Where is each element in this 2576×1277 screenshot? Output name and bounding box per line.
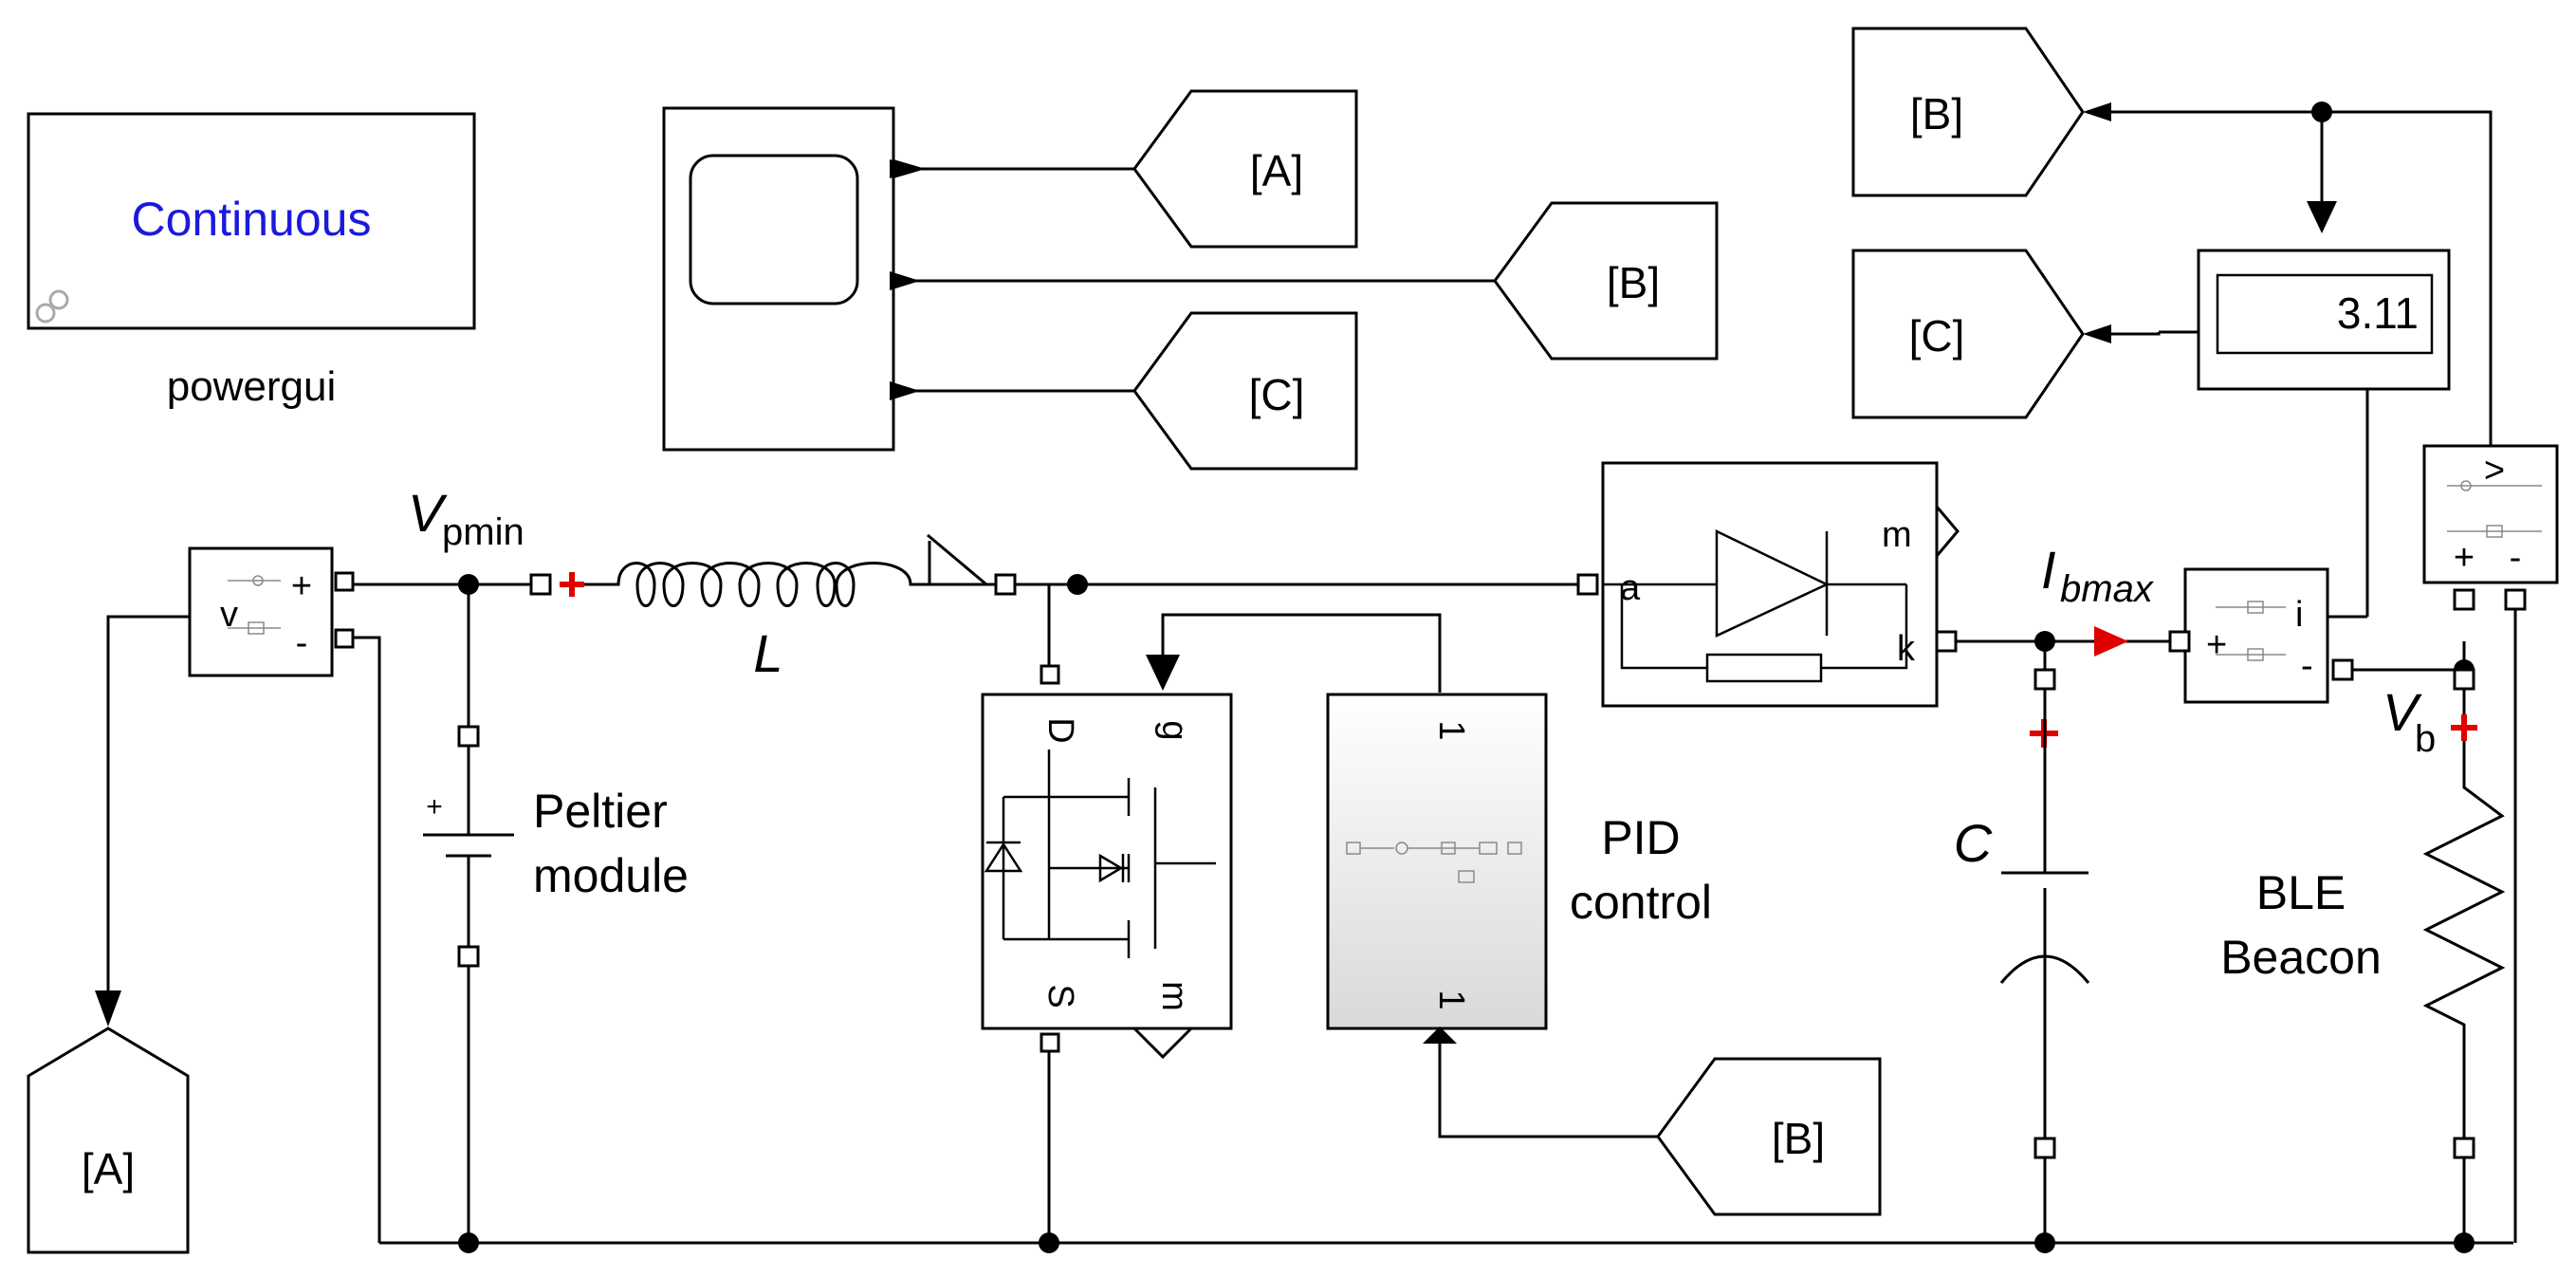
subsystem-preview-icon	[2216, 601, 2286, 661]
svg-text:i: i	[2295, 595, 2303, 635]
svg-text:[B]: [B]	[1772, 1114, 1825, 1163]
svg-text:a: a	[1620, 568, 1641, 608]
capacitor-c[interactable]	[1999, 668, 2090, 1159]
powergui-mode: Continuous	[132, 193, 372, 246]
svg-text:[C]: [C]	[1909, 311, 1965, 361]
link-broken-icon	[35, 289, 69, 324]
pid-control-block[interactable]: 1 1	[1326, 693, 1548, 1044]
diode-measure-chevron	[1935, 506, 1960, 557]
svg-text:[A]: [A]	[82, 1144, 135, 1194]
goto-tag-c[interactable]: [C]	[1851, 249, 2111, 419]
svg-text:+: +	[291, 566, 312, 606]
svg-text:m: m	[1882, 515, 1912, 555]
svg-text:[A]: [A]	[1250, 146, 1303, 195]
svg-text:+: +	[2454, 538, 2475, 578]
subsystem-preview-icon	[2447, 480, 2542, 538]
vb-label: V	[2383, 682, 2422, 742]
ble-label-line2: Beacon	[2220, 931, 2382, 984]
display-block[interactable]: 3.11	[2197, 195, 2451, 391]
from-tag-b-pid[interactable]: [B]	[1656, 1057, 1882, 1216]
goto-tag-b[interactable]: [B]	[1851, 27, 2111, 197]
gate-input-arrow	[1146, 655, 1180, 691]
svg-text:S: S	[1040, 984, 1080, 1008]
mosfet-symbol-icon	[984, 750, 1216, 958]
from-tag-b-scope[interactable]: [B]	[1493, 201, 1719, 361]
scope-block[interactable]	[662, 106, 926, 452]
mosfet-measure-chevron	[1132, 1027, 1193, 1060]
peltier-label-line1: Peltier	[533, 785, 668, 838]
voltage-measurement-left[interactable]: v + -	[188, 546, 334, 677]
from-tag-c-scope[interactable]: [C]	[1132, 311, 1358, 471]
scope-input-arrow	[890, 381, 920, 400]
diode-block[interactable]: a k m	[1576, 461, 1960, 708]
ble-label-line1: BLE	[2256, 866, 2346, 919]
from-tag-a-scope[interactable]: [A]	[1132, 89, 1358, 249]
ibmax-label: I	[2041, 540, 2056, 600]
svg-text:[B]: [B]	[1607, 258, 1660, 307]
capacitor-label: C	[1954, 813, 1993, 873]
voltage-measurement-right[interactable]: + - >	[2422, 444, 2559, 611]
pid-label-line1: PID	[1601, 811, 1680, 864]
ibmax-subscript: bmax	[2060, 568, 2155, 610]
svg-text:1: 1	[1431, 990, 1471, 1009]
svg-text:D: D	[1040, 717, 1080, 743]
svg-text:[B]: [B]	[1910, 89, 1963, 139]
svg-text:m: m	[1154, 981, 1194, 1011]
peltier-label-line2: module	[533, 849, 689, 902]
subsystem-preview-icon	[228, 575, 281, 635]
display-value: 3.11	[2337, 288, 2419, 338]
svg-text:+: +	[2206, 625, 2227, 665]
pid-label-line2: control	[1570, 876, 1712, 929]
scope-input-arrow	[890, 271, 920, 290]
svg-text:g: g	[1154, 720, 1194, 740]
svg-text:v: v	[220, 595, 238, 635]
svg-text:>: >	[2484, 451, 2505, 490]
subsystem-preview-icon	[1346, 842, 1522, 883]
vpmin-subscript: pmin	[442, 511, 524, 553]
peltier-source[interactable]: +	[423, 725, 514, 968]
goto-tag-a[interactable]: [A]	[27, 990, 190, 1254]
inductor-label: L	[753, 623, 782, 683]
resistor-ble-beacon[interactable]	[2422, 668, 2506, 1159]
scope-input-arrow	[890, 159, 920, 178]
vb-subscript: b	[2415, 718, 2436, 760]
vpmin-label: V	[408, 483, 448, 543]
inductor-l[interactable]	[529, 562, 1017, 607]
diode-symbol-icon	[1603, 529, 1908, 683]
svg-text:-: -	[2301, 646, 2313, 686]
current-measurement-block[interactable]: + - i	[2168, 567, 2354, 704]
current-direction-marker	[2094, 626, 2128, 657]
svg-text:+: +	[426, 791, 443, 823]
powergui-caption: powergui	[167, 363, 337, 410]
powergui-block[interactable]: Continuous	[27, 112, 476, 330]
svg-text:[C]: [C]	[1249, 370, 1305, 419]
mosfet-block[interactable]: D g S m	[981, 655, 1233, 1060]
svg-text:-: -	[2510, 538, 2522, 578]
svg-text:1: 1	[1431, 720, 1471, 740]
svg-text:-: -	[296, 623, 308, 663]
